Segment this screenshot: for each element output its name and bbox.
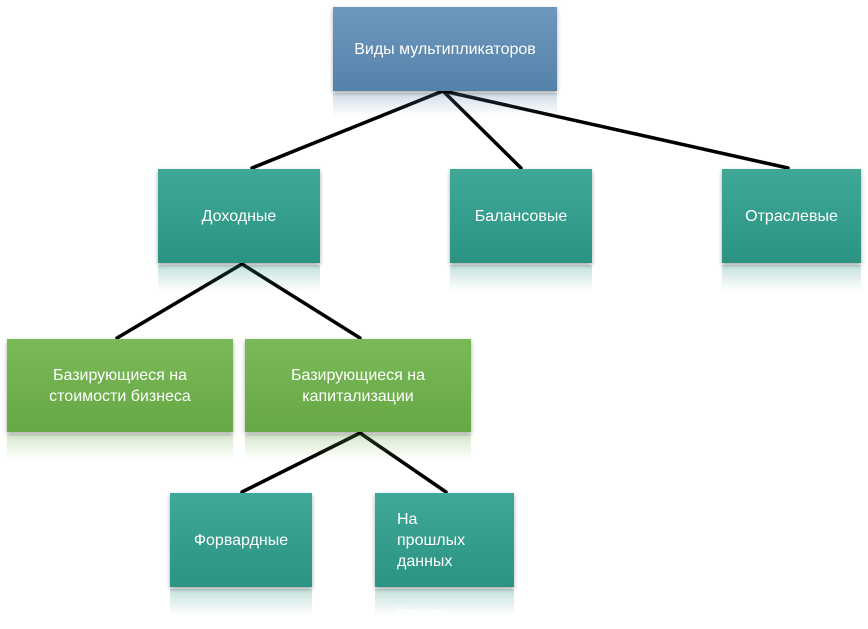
income-node: Доходные — [158, 169, 320, 263]
sector-node: Отраслевые — [722, 169, 861, 263]
root-node: Виды мультипликаторов — [333, 7, 557, 91]
income-node-label: Доходные — [201, 207, 277, 225]
edge-capitalization-past-data — [358, 431, 448, 494]
capitalization-node-label: Базирующиеся на капитализации — [290, 366, 426, 405]
root-node-label: Виды мультипликаторов — [354, 40, 536, 58]
edge-income-capitalization — [240, 262, 362, 340]
business-value-node-label: Базирующиеся на стоимости бизнеса — [49, 366, 191, 405]
balance-node: Балансовые — [450, 169, 592, 263]
business-value-node: Базирующиеся на стоимости бизнеса — [7, 339, 233, 432]
edge-root-balance — [441, 89, 523, 170]
forward-node: Форвардные — [170, 493, 312, 587]
edge-capitalization-forward — [240, 431, 362, 494]
past-data-node: На прошлых данных — [375, 493, 514, 587]
edge-income-business-value — [115, 262, 244, 340]
balance-node-label: Балансовые — [474, 207, 568, 225]
forward-node-label: Форвардные — [193, 531, 289, 549]
past-data-node-label: На прошлых данных — [397, 510, 466, 570]
capitalization-node: Базирующиеся на капитализации — [245, 339, 471, 432]
edge-root-sector — [441, 89, 790, 170]
sector-node-label: Отраслевые — [745, 207, 838, 225]
edge-root-income — [250, 89, 445, 170]
